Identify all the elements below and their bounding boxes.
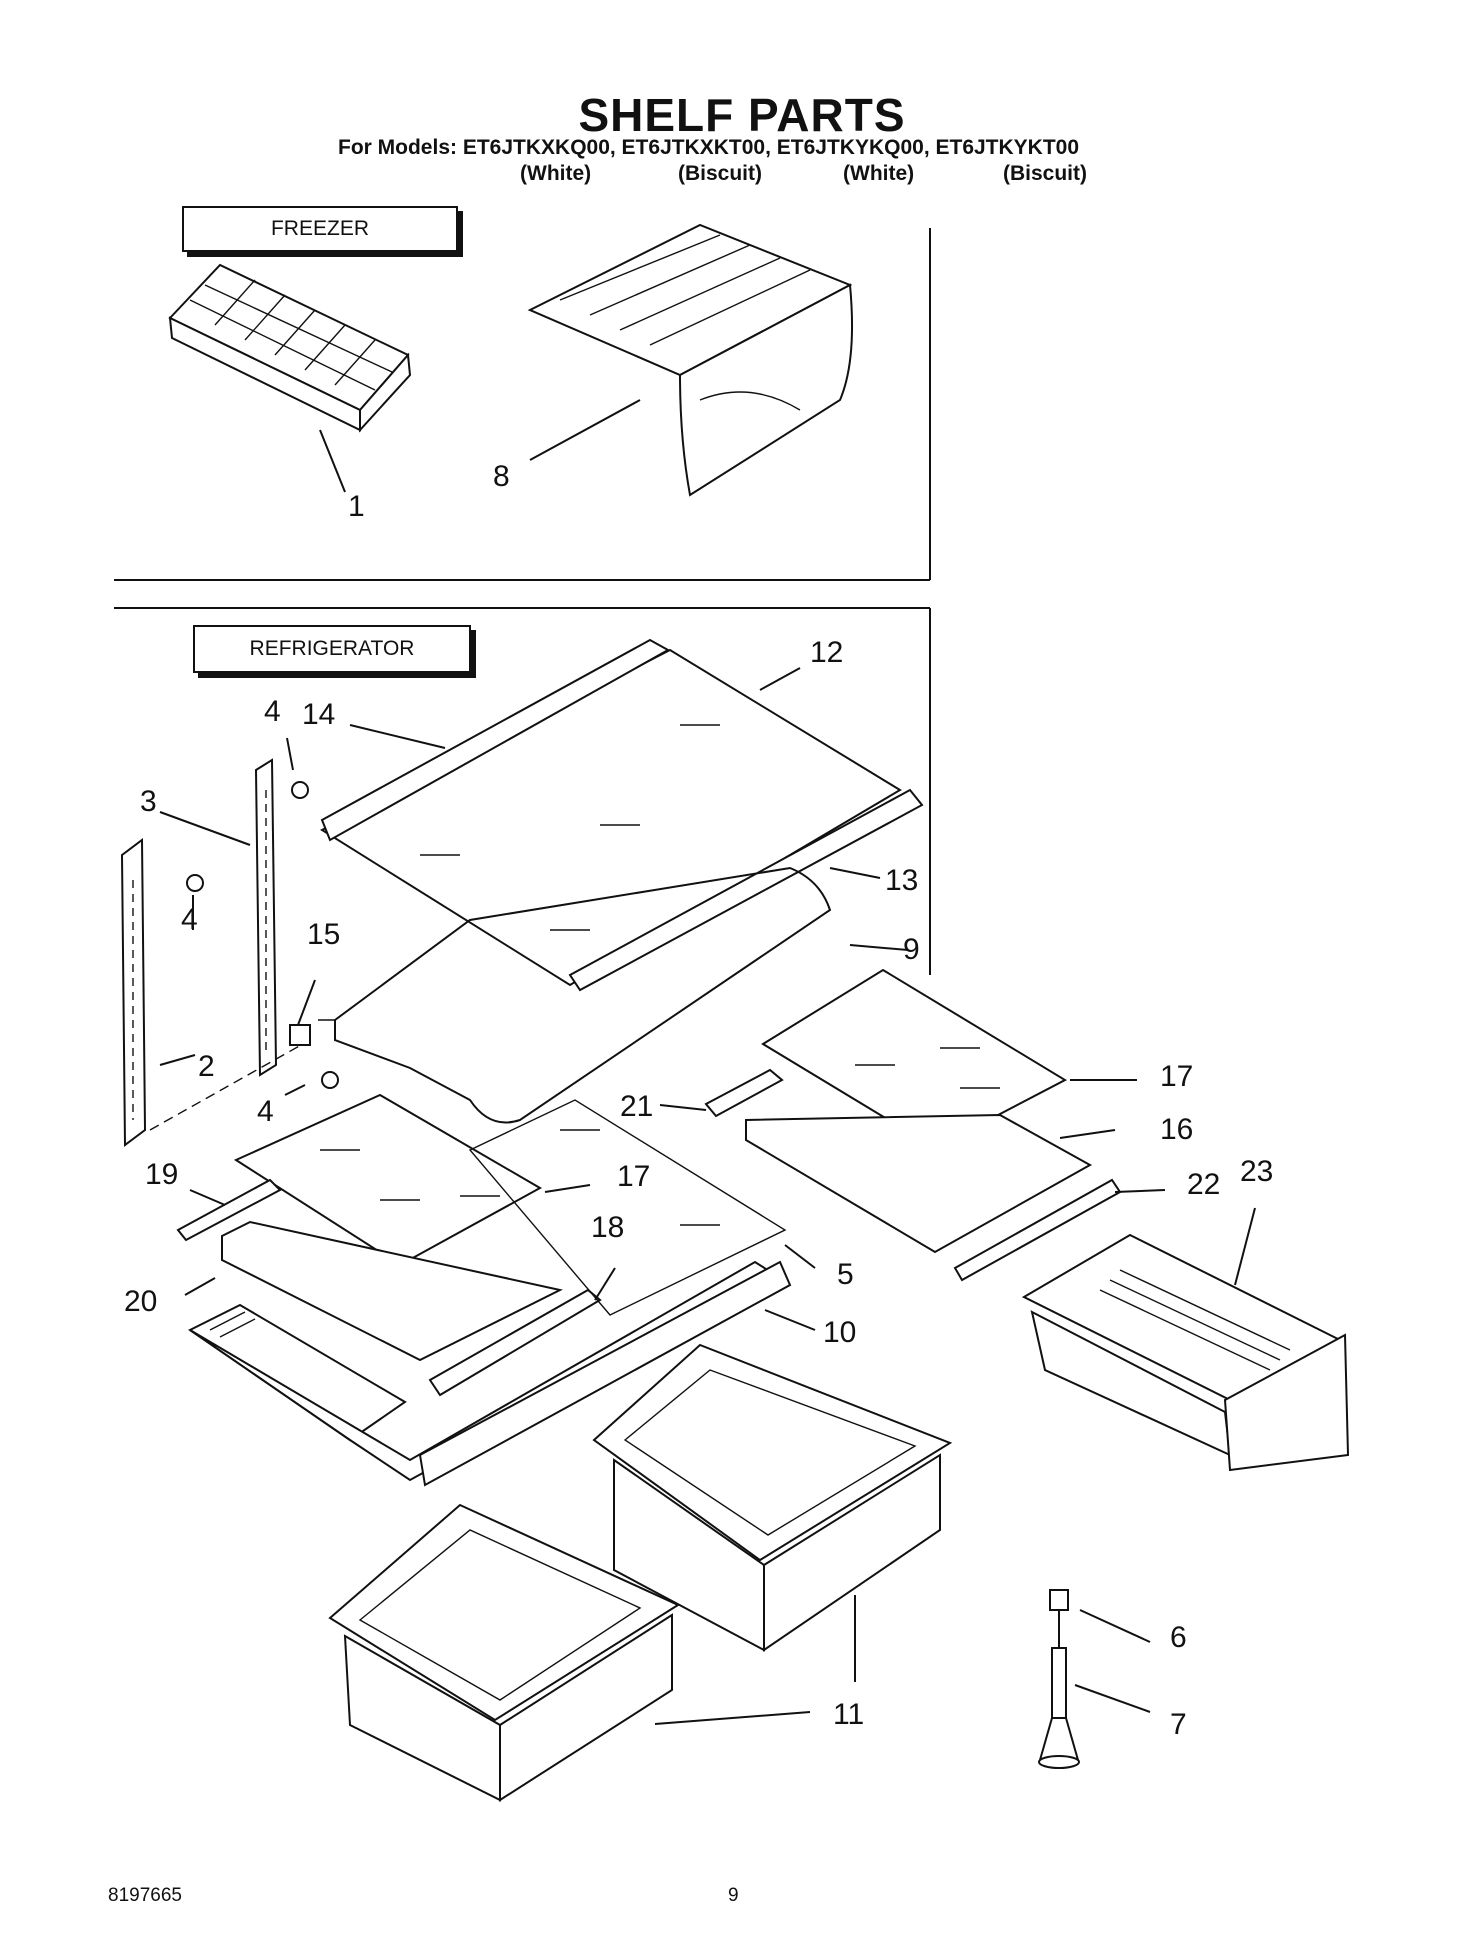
callout-15: 15 [307, 918, 341, 951]
glass-shelf-left-illustration [176, 1093, 602, 1397]
deli-tray-illustration [188, 1260, 792, 1487]
glass-shelf-top-illustration [319, 638, 924, 992]
callout-17: 17 [617, 1160, 651, 1193]
callout-23: 23 [1240, 1155, 1274, 1188]
callout-9: 9 [903, 933, 920, 966]
freezer-wire-shelf-illustration [527, 223, 854, 497]
callout-11: 11 [833, 1698, 865, 1731]
model-color-label: (Biscuit) [678, 162, 762, 185]
crisper-drawer-illustration [328, 1503, 681, 1802]
page-title: SHELF PARTS [578, 89, 906, 141]
part-number: 8197665 [108, 1885, 182, 1906]
model-color-label: (Biscuit) [1003, 162, 1087, 185]
callout-22: 22 [1187, 1168, 1221, 1201]
callout-6: 6 [1170, 1621, 1187, 1654]
callout-4: 4 [257, 1095, 274, 1128]
callout-12: 12 [810, 636, 844, 669]
callout-5: 5 [837, 1258, 854, 1291]
model-color-label: (White) [520, 162, 592, 185]
callout-10: 10 [823, 1316, 857, 1349]
callout-1: 1 [348, 490, 365, 523]
leveling-leg-illustration [1038, 1589, 1080, 1769]
callout-4: 4 [181, 903, 198, 936]
glass-shelf-5-illustration [468, 1099, 787, 1316]
refrigerator-frame [114, 607, 931, 975]
callout-2: 2 [198, 1050, 215, 1083]
crisper-drawer-illustration [592, 1343, 953, 1652]
callout-18: 18 [591, 1211, 625, 1244]
freezer-section-label: FREEZER [182, 206, 458, 252]
callout-21: 21 [620, 1090, 654, 1123]
refrigerator-section-label: REFRIGERATOR [193, 625, 471, 673]
screw-illustration [186, 781, 339, 1089]
callout-4: 4 [264, 695, 281, 728]
callout-13: 13 [885, 864, 919, 897]
leader-lines [159, 399, 1256, 1725]
callout-16: 16 [1160, 1113, 1194, 1146]
callout-8: 8 [493, 460, 510, 493]
callout-3: 3 [140, 785, 157, 818]
callout-17: 17 [1160, 1060, 1194, 1093]
callout-20: 20 [124, 1285, 158, 1318]
meat-drawer-illustration [1021, 1233, 1350, 1472]
callout-19: 19 [145, 1158, 179, 1191]
glass-shelf-right-illustration [704, 968, 1122, 1282]
model-color-label: (White) [843, 162, 915, 185]
shelf-rail-illustration [120, 758, 311, 1147]
models-line: For Models: ET6JTKXKQ00, ET6JTKXKT00, ET… [338, 136, 1080, 159]
callout-14: 14 [302, 698, 336, 731]
freezer-frame [114, 228, 931, 581]
callout-7: 7 [1170, 1708, 1187, 1741]
page-number: 9 [728, 1885, 739, 1906]
shelf-frame-illustration [318, 866, 832, 1124]
ice-tray-illustration [168, 263, 412, 433]
